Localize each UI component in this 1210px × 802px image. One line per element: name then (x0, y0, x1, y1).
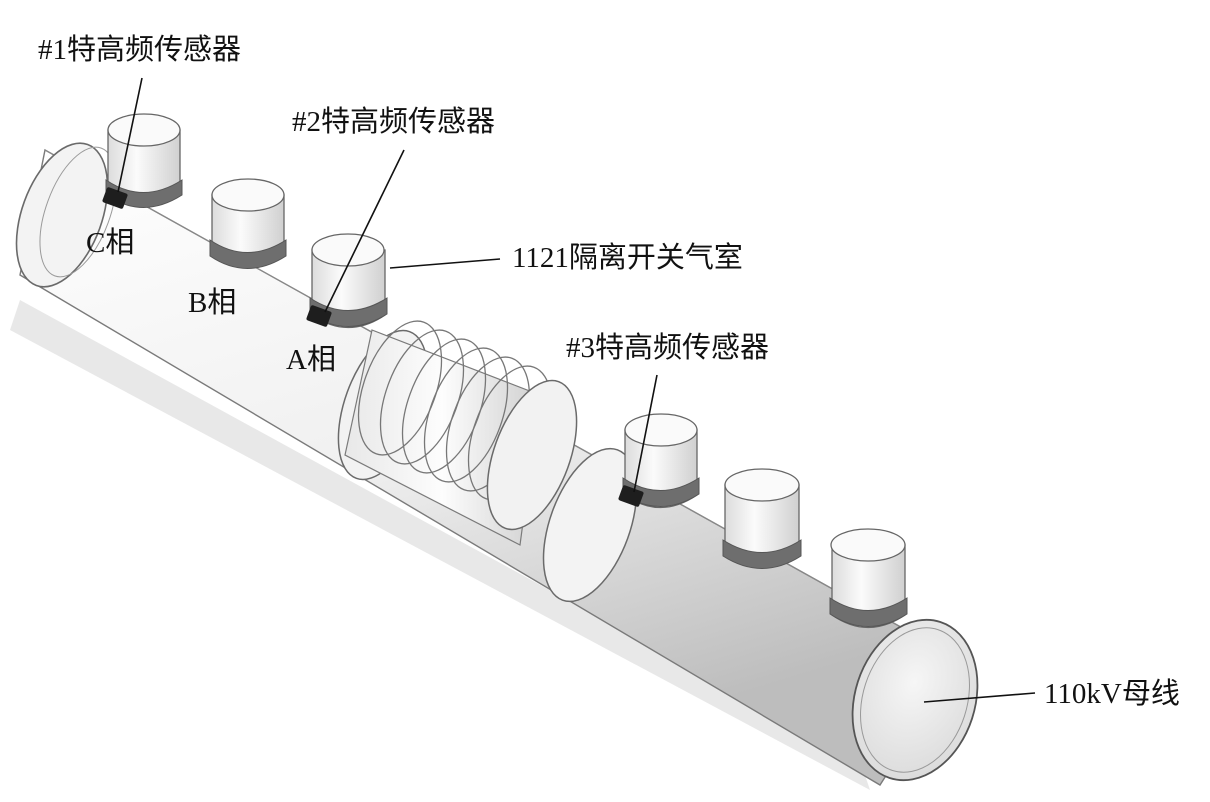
left-flange-rim (39, 146, 117, 278)
pole-b (209, 178, 287, 269)
label-phase-b: B相 (188, 287, 237, 319)
label-sensor-3: #3特高频传感器 (566, 332, 770, 364)
label-busbar: 110kV母线 (1044, 678, 1180, 710)
flange-lower (486, 379, 578, 531)
left-end-flange (15, 142, 109, 288)
pole-right-3 (829, 528, 908, 629)
uhf-sensor-1-icon (102, 187, 128, 209)
uhf-sensor-3-icon (618, 485, 644, 507)
leader-sensor-3 (633, 374, 658, 493)
label-phase-c: C相 (86, 227, 135, 259)
leader-busbar (923, 692, 1036, 703)
label-sensor-2: #2特高频传感器 (292, 106, 496, 138)
label-phase-a: A相 (286, 344, 336, 376)
pole-right-2 (722, 468, 802, 569)
busbar-end-rim (860, 627, 970, 773)
busbar-end-cap (851, 618, 979, 782)
label-sensor-1: #1特高频传感器 (38, 34, 242, 66)
leader-sensor-2 (324, 149, 405, 313)
leader-switch-chamber (389, 258, 501, 269)
label-switch-chamber: 1121隔离开关气室 (512, 242, 743, 274)
right-section-flange (542, 447, 638, 603)
tube-shadow (10, 300, 870, 790)
leader-sensor-1 (117, 77, 143, 193)
